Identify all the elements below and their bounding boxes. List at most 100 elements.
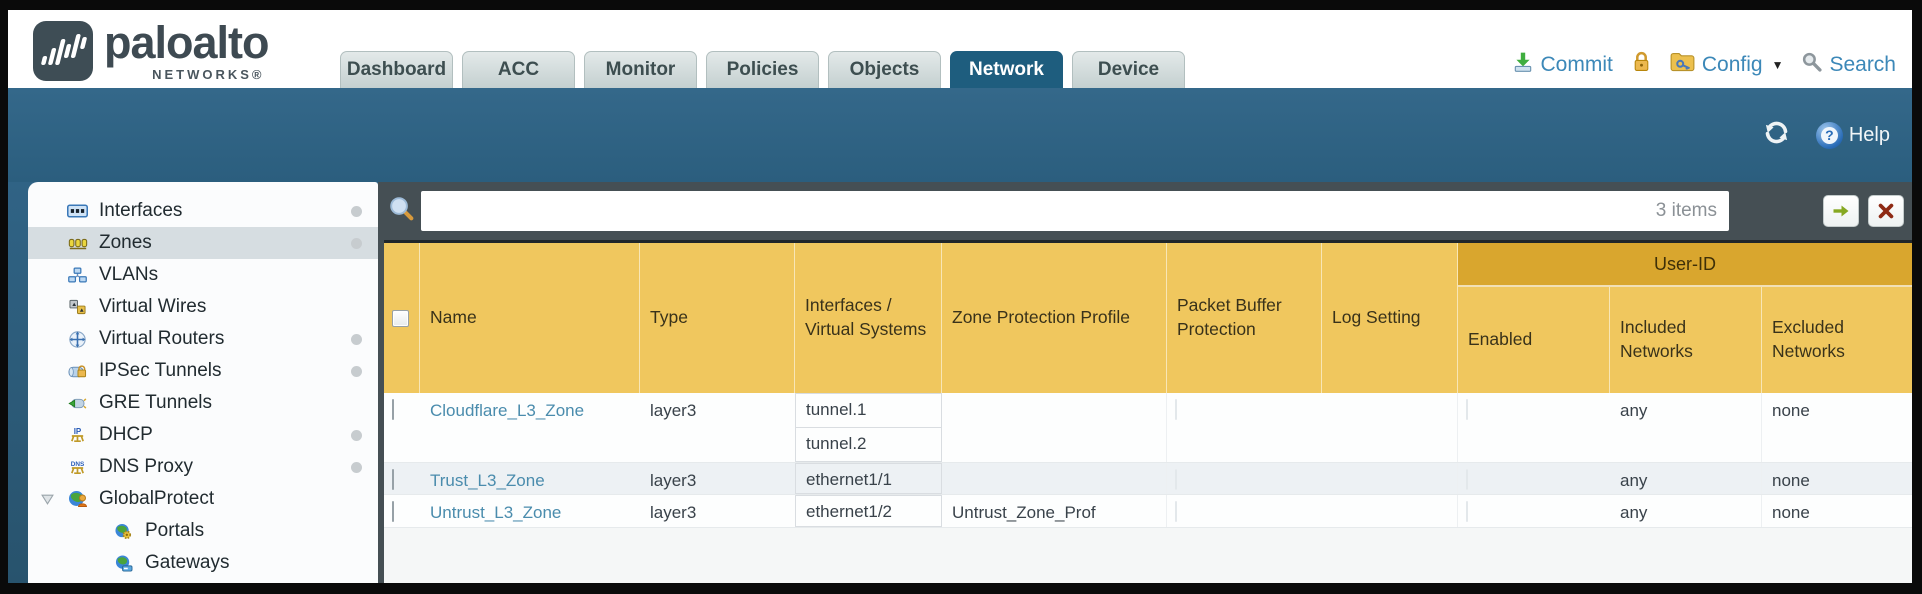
apply-filter-button[interactable] [1823,195,1859,227]
tab-policies[interactable]: Policies [706,51,819,88]
sidebar-item-label: DHCP [99,424,153,445]
zones-table-header: Name Type Interfaces / Virtual Systems Z… [384,240,1912,393]
portals-icon [112,523,135,540]
table-empty-area [384,528,1912,583]
status-dot [351,430,362,441]
cell-log-setting [1322,393,1458,462]
cell-user-id-enabled [1458,463,1610,494]
column-header-interfaces[interactable]: Interfaces / Virtual Systems [795,243,942,393]
global-search-button[interactable]: Search [1801,51,1896,78]
cell-interfaces: ethernet1/1 [795,463,942,494]
zone-link[interactable]: Cloudflare_L3_Zone [430,401,585,420]
sidebar-item-label: Virtual Wires [99,296,207,317]
status-dot [351,334,362,345]
pbp-checkbox [1175,501,1177,522]
virtual-routers-icon [66,330,89,348]
sidebar-item-ipsec-tunnels[interactable]: IPSec Tunnels [28,355,378,387]
config-menu-button[interactable]: Config ▼ [1670,50,1783,79]
pbp-checkbox [1175,399,1177,420]
cell-included-networks: any [1610,463,1762,494]
interfaces-icon [66,204,89,218]
sidebar-item-dns-proxy[interactable]: DNS DNS Proxy [28,451,378,483]
zone-link[interactable]: Trust_L3_Zone [430,471,545,490]
tab-network[interactable]: Network [950,51,1063,88]
commit-icon [1512,51,1534,79]
column-header-packet-buffer-protection[interactable]: Packet Buffer Protection [1167,243,1322,393]
column-header-included-networks[interactable]: Included Networks [1610,287,1762,393]
sidebar-item-label: Gateways [145,552,230,573]
cell-zone-protection-profile [942,463,1167,494]
sidebar-item-globalprotect[interactable]: GlobalProtect [28,483,378,515]
column-header-log-setting[interactable]: Log Setting [1322,243,1458,393]
status-dot [351,366,362,377]
ipsec-tunnels-icon [66,364,89,379]
zone-link[interactable]: Untrust_L3_Zone [430,503,562,522]
interface-item: tunnel.2 [795,427,942,462]
vlans-icon [66,267,89,283]
sidebar-item-vlans[interactable]: VLANs [28,259,378,291]
table-row: Cloudflare_L3_Zone layer3 tunnel.1 tunne… [384,393,1912,463]
globalprotect-icon [66,490,89,508]
cell-type: layer3 [650,503,697,522]
sidebar-item-interfaces[interactable]: Interfaces [28,195,378,227]
tab-dashboard[interactable]: Dashboard [340,51,453,88]
commit-button[interactable]: Commit [1512,51,1613,79]
items-count: 3 items [1655,200,1717,221]
sidebar-item-gre-tunnels[interactable]: GRE Tunnels [28,387,378,419]
table-row: Trust_L3_Zone layer3 ethernet1/1 any non… [384,463,1912,495]
column-header-enabled[interactable]: Enabled [1458,287,1610,393]
cell-packet-buffer-protection [1167,393,1322,462]
user-id-enabled-checkbox [1466,469,1468,490]
collapse-triangle-icon[interactable] [40,494,54,505]
main-tabs: Dashboard ACC Monitor Policies Objects N… [340,51,1185,88]
sidebar-item-gateways[interactable]: Gateways [28,547,378,579]
clear-filter-button[interactable] [1868,195,1904,227]
network-sidebar: Interfaces Zones VLANs Virtua [28,182,378,583]
interface-item: ethernet1/2 [795,495,942,527]
row-checkbox[interactable] [392,469,394,490]
sidebar-item-dhcp[interactable]: IP DHCP [28,419,378,451]
sidebar-item-zones[interactable]: Zones [28,227,378,259]
sidebar-item-virtual-wires[interactable]: Virtual Wires [28,291,378,323]
content-column: 3 items Name Type Interfaces / Virtual S… [378,182,1912,583]
sidebar-item-label: DNS Proxy [99,456,193,477]
sidebar-item-virtual-routers[interactable]: Virtual Routers [28,323,378,355]
cell-interfaces: ethernet1/2 [795,495,942,527]
cell-type: layer3 [650,401,697,420]
tab-objects[interactable]: Objects [828,51,941,88]
status-dot [351,206,362,217]
cell-name: Trust_L3_Zone [420,463,640,494]
column-header-name[interactable]: Name [420,243,640,393]
main-area: Interfaces Zones VLANs Virtua [8,182,1912,583]
column-header-excluded-networks[interactable]: Excluded Networks [1772,317,1845,361]
cell-packet-buffer-protection [1167,463,1322,494]
context-band: ? Help [8,88,1912,182]
gateways-icon [112,554,135,572]
sidebar-item-label: Virtual Routers [99,328,225,349]
cell-excluded-networks: none [1772,401,1810,420]
tab-monitor[interactable]: Monitor [584,51,697,88]
dns-proxy-icon: DNS [66,459,89,476]
table-row: Untrust_L3_Zone layer3 ethernet1/2 Untru… [384,495,1912,528]
select-all-checkbox[interactable] [392,309,409,327]
top-bar: paloalto NETWORKS® Dashboard ACC Monitor… [8,10,1912,88]
refresh-button[interactable] [1763,119,1790,151]
sidebar-item-label: GRE Tunnels [99,392,212,413]
lock-button[interactable] [1631,50,1652,79]
brand-wordmark: paloalto [104,17,270,68]
sidebar-item-portals[interactable]: Portals [28,515,378,547]
column-header-type[interactable]: Type [640,243,795,393]
column-header-zone-protection-profile[interactable]: Zone Protection Profile [942,243,1167,393]
column-group-user-id: User-ID [1458,243,1912,287]
cell-type: layer3 [650,471,697,490]
sidebar-item-label: Interfaces [99,200,183,221]
row-checkbox[interactable] [392,501,394,522]
tab-device[interactable]: Device [1072,51,1185,88]
svg-text:IP: IP [74,427,82,436]
tab-acc[interactable]: ACC [462,51,575,88]
row-checkbox[interactable] [392,399,394,420]
help-button[interactable]: ? Help [1815,121,1890,149]
help-icon: ? [1815,121,1843,149]
filter-input[interactable] [433,199,1656,223]
